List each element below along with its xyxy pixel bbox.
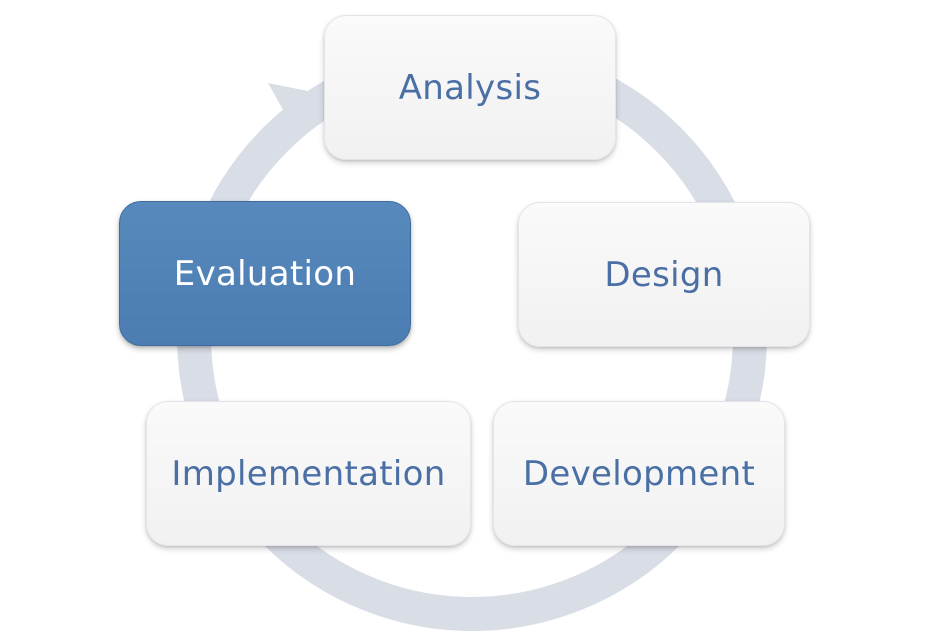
stage-design-label: Design [604,254,724,295]
stage-development[interactable]: Development [493,401,785,546]
stage-development-label: Development [522,453,756,494]
stage-evaluation[interactable]: Evaluation [119,201,411,346]
stage-evaluation-label: Evaluation [173,253,357,294]
cycle-arrowhead-icon [268,83,318,140]
stage-analysis-label: Analysis [398,67,542,108]
stage-implementation[interactable]: Implementation [146,401,471,546]
stage-design[interactable]: Design [518,202,810,347]
stage-analysis[interactable]: Analysis [324,15,616,160]
stage-implementation-label: Implementation [171,453,446,494]
